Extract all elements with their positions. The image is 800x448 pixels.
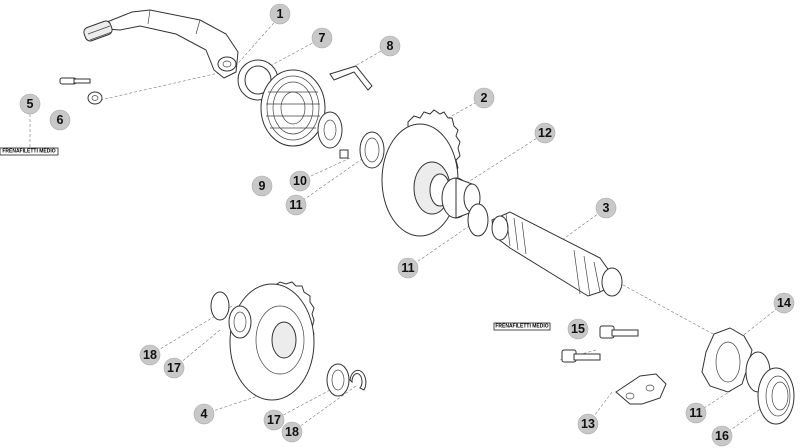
- starter-gear: [381, 109, 461, 237]
- kick-shaft: [491, 211, 623, 297]
- svg-text:12: 12: [538, 126, 552, 140]
- callout-13: 13: [577, 413, 599, 435]
- callout-11-a: 11: [285, 194, 307, 216]
- guide-bolts: [561, 325, 639, 363]
- svg-text:8: 8: [387, 39, 394, 53]
- callout-3: 3: [595, 197, 617, 219]
- ratchet: [701, 327, 771, 393]
- kick-lever: [83, 9, 239, 79]
- idler-gear: [229, 281, 315, 401]
- callout-5: 5: [19, 93, 41, 115]
- callout-16: 16: [711, 425, 733, 447]
- callout-8: 8: [379, 35, 401, 57]
- callout-12: 12: [534, 122, 556, 144]
- callout-18-b: 18: [281, 421, 303, 443]
- callout-18-a: 18: [139, 344, 161, 366]
- callout-15: 15: [567, 318, 589, 340]
- callout-9: 9: [251, 175, 273, 197]
- callout-6: 6: [49, 109, 71, 131]
- callout-7: 7: [311, 27, 333, 49]
- return-spring: [329, 65, 373, 91]
- svg-text:15: 15: [571, 322, 585, 336]
- washers-lower: [210, 291, 367, 397]
- callout-11-b: 11: [397, 257, 419, 279]
- svg-text:11: 11: [289, 198, 302, 212]
- washers-upper: [317, 111, 385, 169]
- svg-text:5: 5: [27, 97, 34, 111]
- callout-4: 4: [193, 403, 215, 425]
- svg-text:14: 14: [777, 296, 791, 310]
- svg-text:18: 18: [143, 348, 157, 362]
- pivot-bolt: [59, 77, 103, 105]
- callout-17-b: 17: [263, 409, 285, 431]
- svg-text:2: 2: [481, 91, 488, 105]
- guide-plate: [615, 373, 667, 405]
- svg-text:10: 10: [293, 174, 307, 188]
- svg-text:FRENAFILETTI MEDIO: FRENAFILETTI MEDIO: [2, 149, 55, 155]
- svg-text:11: 11: [689, 406, 702, 420]
- svg-text:FRENAFILETTI MEDIO: FRENAFILETTI MEDIO: [495, 324, 548, 330]
- svg-text:7: 7: [319, 31, 326, 45]
- svg-text:4: 4: [201, 407, 208, 421]
- svg-text:6: 6: [57, 113, 64, 127]
- svg-text:17: 17: [167, 361, 181, 375]
- callout-2: 2: [473, 87, 495, 109]
- svg-text:9: 9: [259, 179, 266, 193]
- gear-bushing: [441, 177, 481, 219]
- svg-text:17: 17: [267, 413, 281, 427]
- spring-drum: [260, 69, 326, 147]
- callout-14: 14: [773, 292, 795, 314]
- svg-text:1: 1: [277, 7, 284, 21]
- spring-cap: [757, 367, 795, 425]
- callout-1: 1: [269, 3, 291, 25]
- callout-10: 10: [289, 170, 311, 192]
- svg-text:18: 18: [285, 425, 299, 439]
- svg-text:3: 3: [603, 201, 610, 215]
- threadlock-note-right: FRENAFILETTI MEDIO: [493, 322, 551, 331]
- svg-text:13: 13: [581, 417, 595, 431]
- callout-11-c: 11: [685, 402, 707, 424]
- svg-text:16: 16: [715, 429, 729, 443]
- svg-text:11: 11: [401, 261, 414, 275]
- washer-shaft: [467, 203, 489, 237]
- threadlock-note-left: FRENAFILETTI MEDIO: [0, 147, 59, 156]
- callout-17-a: 17: [163, 357, 185, 379]
